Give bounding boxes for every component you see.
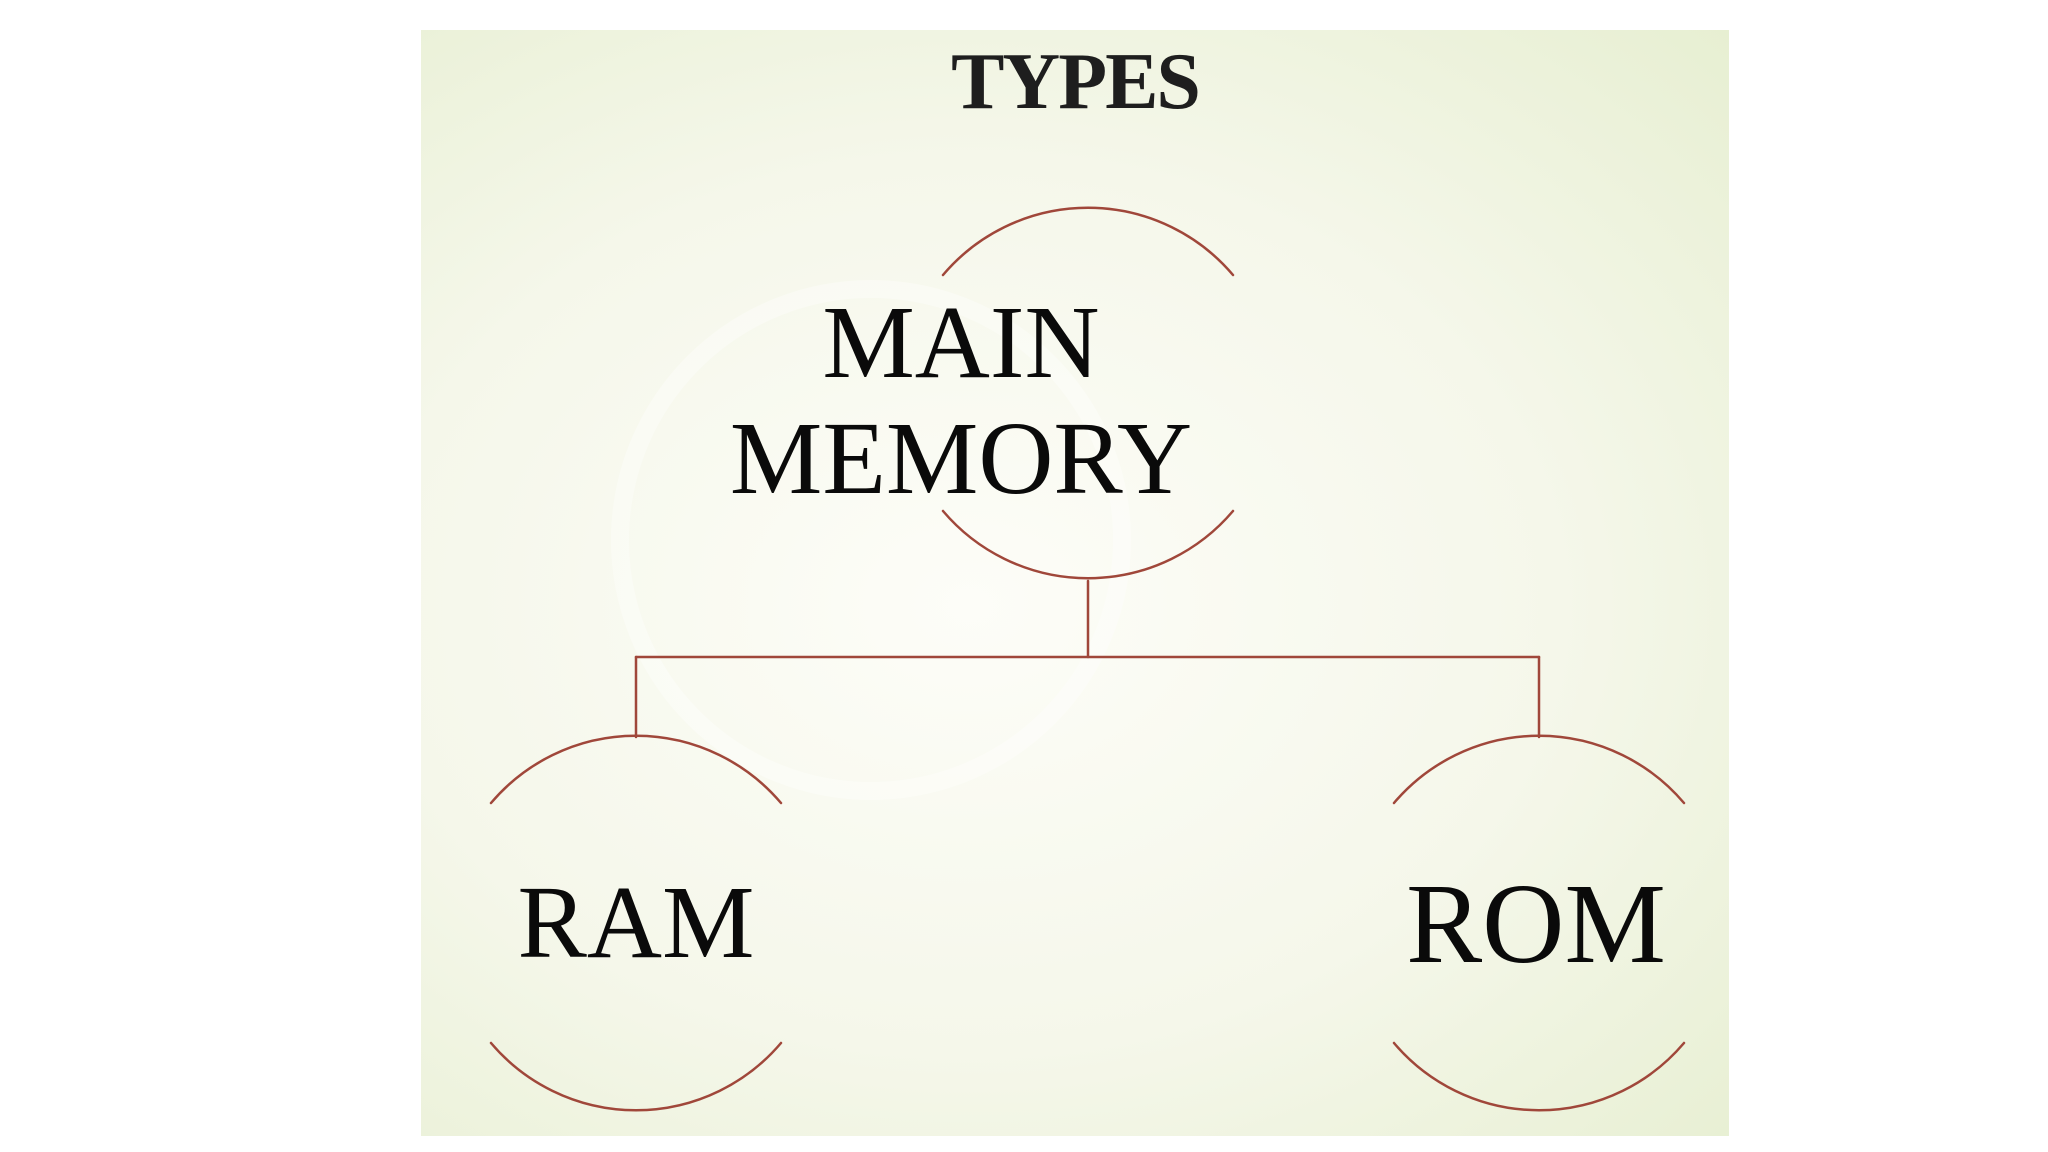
slide-title: TYPES	[951, 38, 1201, 126]
main-memory-node-top-arc	[941, 206, 1235, 277]
rom-node-bottom-arc	[1392, 1041, 1686, 1112]
ram-node-top-arc	[489, 734, 783, 805]
rom-node-label: ROM	[1406, 860, 1666, 987]
main-memory-node-text: MAIN MEMORY	[729, 285, 1193, 517]
ram-node-bottom-arc	[489, 1041, 783, 1112]
main-memory-node-label: MAIN MEMORY	[701, 285, 1221, 518]
rom-node-top-arc	[1392, 734, 1686, 805]
slide: TYPES MAIN MEMORY RAM ROM	[421, 30, 1729, 1136]
ram-node-label: RAM	[517, 865, 755, 980]
hierarchy-diagram	[489, 206, 1686, 1112]
main-memory-node-bottom-arc	[941, 509, 1235, 580]
